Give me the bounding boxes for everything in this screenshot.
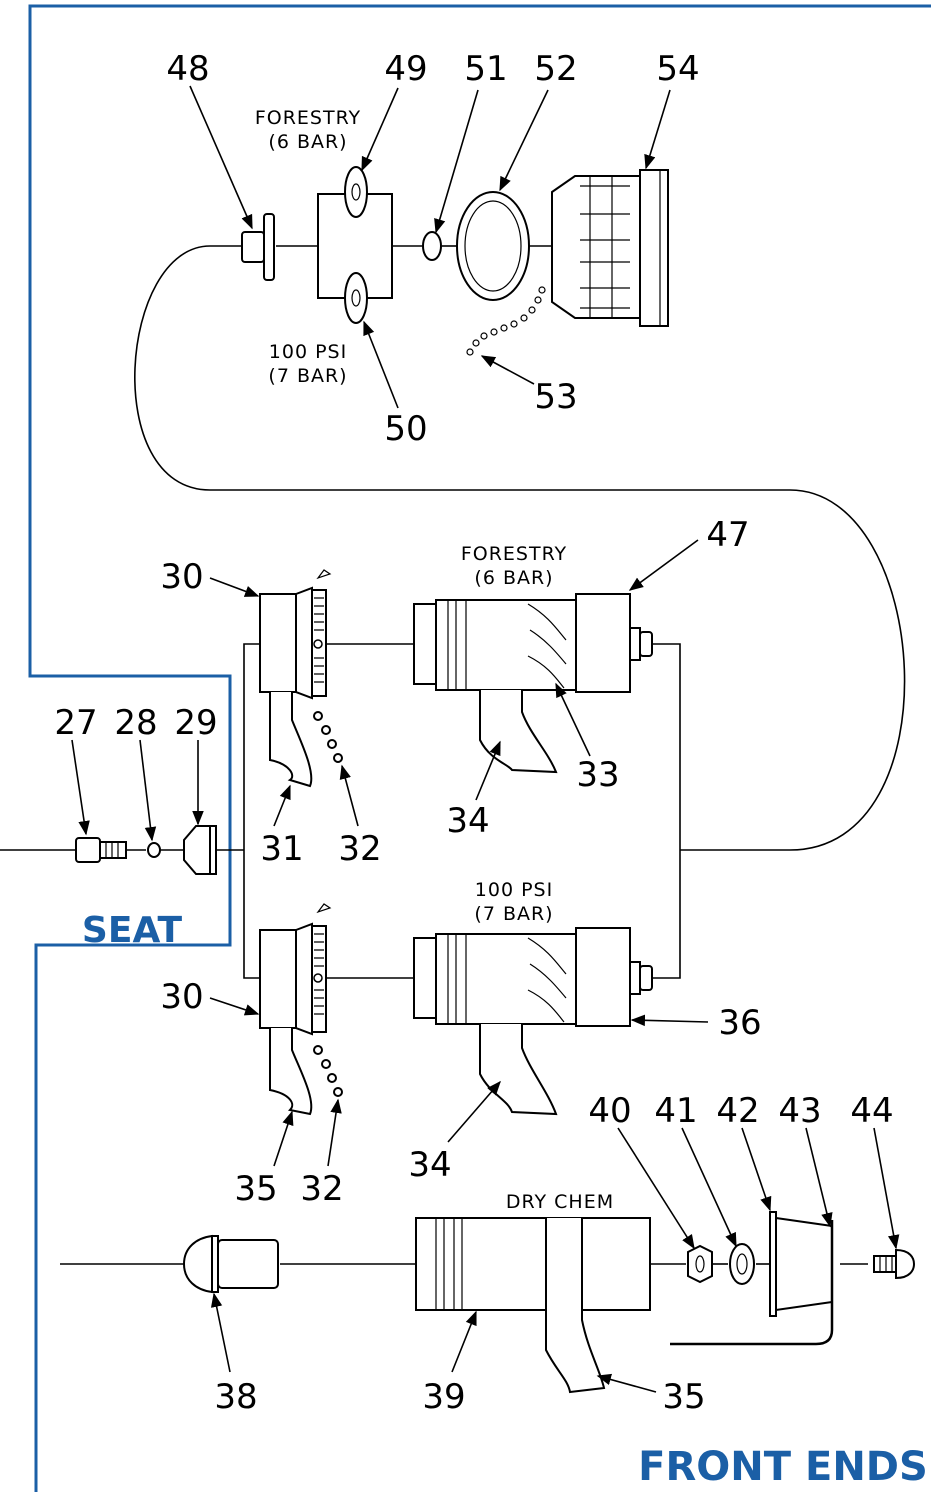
part-34-gasket-lower xyxy=(479,1024,558,1116)
part-34-gasket-upper xyxy=(479,690,558,774)
callout-53: 53 xyxy=(534,377,577,417)
callout-33: 33 xyxy=(576,755,619,795)
part-31-gasket-upper xyxy=(269,692,313,788)
seat-section-label: SEAT xyxy=(82,910,183,951)
part-32-bearings-upper xyxy=(313,711,343,763)
callout-34-lower: 34 xyxy=(408,1145,451,1185)
part-30-swivel-ring-upper xyxy=(259,569,332,700)
note-forestry-top-line1: FORESTRY xyxy=(255,107,361,129)
part-39-dry-chem-body xyxy=(415,1217,651,1311)
callout-35-lower: 35 xyxy=(234,1169,277,1209)
callout-32-lower: 32 xyxy=(300,1169,343,1209)
front-ends-section-label: FRONT ENDS xyxy=(638,1444,928,1490)
top-assembly: 48 49 51 52 54 50 53 FORESTRY (6 BAR) 10… xyxy=(134,49,906,851)
callout-39: 39 xyxy=(422,1377,465,1417)
callout-31: 31 xyxy=(260,829,303,869)
part-35-gasket-dry-chem xyxy=(545,1218,606,1394)
callout-27: 27 xyxy=(54,703,97,743)
part-50-disc xyxy=(344,272,368,324)
note-psi-top-line2: (7 BAR) xyxy=(268,365,347,387)
part-43-lanyard xyxy=(670,1220,834,1346)
callout-44: 44 xyxy=(850,1091,893,1131)
part-33-valve-body-upper xyxy=(413,593,653,693)
part-49-disc xyxy=(344,166,368,218)
part-30-swivel-ring-lower xyxy=(259,903,332,1036)
part-40-nut xyxy=(687,1244,713,1284)
callout-32-upper: 32 xyxy=(338,829,381,869)
note-psi-mid-line2: (7 BAR) xyxy=(474,903,553,925)
part-32-bearings-lower xyxy=(313,1045,343,1097)
note-forestry-mid-line1: FORESTRY xyxy=(461,543,567,565)
part-48-adapter xyxy=(241,213,275,281)
part-42-cap xyxy=(769,1211,833,1317)
part-54-nozzle-tip xyxy=(551,169,669,327)
callout-50: 50 xyxy=(384,409,427,449)
section-border xyxy=(28,4,931,1492)
part-29-seat-cap xyxy=(183,825,217,875)
part-27-valve-stem xyxy=(75,837,127,863)
note-psi-top-line1: 100 PSI xyxy=(269,341,347,363)
note-psi-mid-line1: 100 PSI xyxy=(475,879,553,901)
part-51-o-ring xyxy=(422,231,442,261)
callout-51: 51 xyxy=(464,49,507,89)
callout-41: 41 xyxy=(654,1091,697,1131)
callout-42: 42 xyxy=(716,1091,759,1131)
callout-34-upper: 34 xyxy=(446,801,489,841)
part-36-valve-body-lower xyxy=(413,927,653,1027)
part-28-o-ring xyxy=(147,842,161,858)
note-forestry-mid-line2: (6 BAR) xyxy=(474,567,553,589)
part-35-gasket-lower xyxy=(269,1028,313,1116)
callout-49: 49 xyxy=(384,49,427,89)
part-53-bead-chain xyxy=(466,286,546,356)
callout-43: 43 xyxy=(778,1091,821,1131)
note-forestry-top-line2: (6 BAR) xyxy=(268,131,347,153)
assembly-loop-line xyxy=(134,245,906,851)
seat-parts: 27 28 29 xyxy=(0,703,218,875)
callout-38: 38 xyxy=(214,1377,257,1417)
callout-48: 48 xyxy=(166,49,209,89)
callout-47: 47 xyxy=(706,515,749,555)
part-44-screw xyxy=(873,1248,916,1280)
callout-40: 40 xyxy=(588,1091,631,1131)
note-dry-chem: DRY CHEM xyxy=(506,1191,614,1213)
part-38-nozzle-plug xyxy=(182,1234,279,1294)
callout-28: 28 xyxy=(114,703,157,743)
part-52-retainer-ring xyxy=(456,191,530,301)
callout-30-lower: 30 xyxy=(160,977,203,1017)
middle-assemblies: 30 47 33 34 31 32 30 36 34 35 32 FORESTR… xyxy=(160,515,761,1209)
dry-chem-assembly: DRY CHEM 40 41 42 43 44 38 39 35 xyxy=(60,1091,916,1417)
callout-29: 29 xyxy=(174,703,217,743)
callout-36: 36 xyxy=(718,1003,761,1043)
callout-52: 52 xyxy=(534,49,577,89)
callout-54: 54 xyxy=(656,49,699,89)
part-41-washer xyxy=(729,1243,755,1285)
callout-35-dry-chem: 35 xyxy=(662,1377,705,1417)
callout-30-upper: 30 xyxy=(160,557,203,597)
